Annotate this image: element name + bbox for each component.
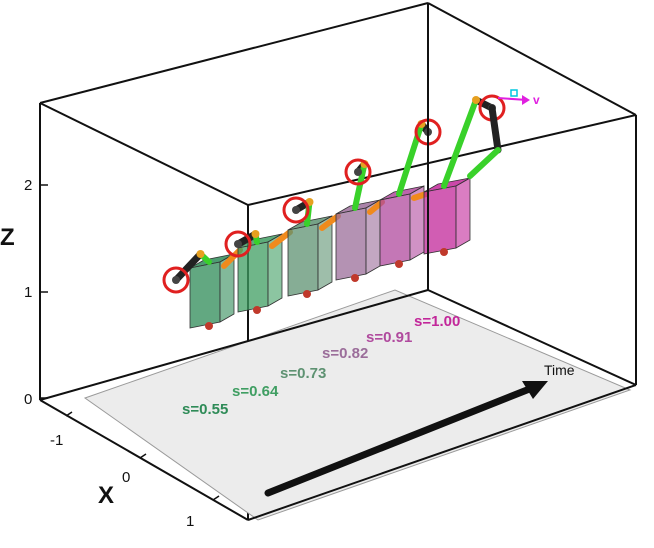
velocity-label: v <box>533 93 540 107</box>
prism-front <box>189 261 221 329</box>
prism-bottom-joint <box>351 274 359 282</box>
s-label: s=0.82 <box>322 345 368 362</box>
floor-plane <box>83 289 632 521</box>
prism-front <box>287 223 319 297</box>
z-axis-label: Z <box>0 224 15 251</box>
prism-side <box>455 177 471 249</box>
pendulum-snapshots <box>162 94 506 330</box>
s-label: s=0.64 <box>232 383 279 400</box>
prism-front <box>335 207 367 281</box>
lower-link <box>441 97 479 189</box>
prism-bottom-joint <box>440 248 448 256</box>
prism-bottom-joint <box>395 260 403 268</box>
connector-link <box>319 213 341 231</box>
prism-bottom-joint <box>303 290 311 298</box>
head-marker <box>282 196 310 224</box>
time-label: Time <box>544 362 575 378</box>
connector-link <box>269 229 293 249</box>
prism-side <box>267 233 283 307</box>
x-axis: -1 0 1 X <box>50 411 220 530</box>
s-label: s=1.00 <box>414 313 460 330</box>
z-axis: 2 1 0 Z <box>0 177 48 408</box>
z-tick-2: 2 <box>24 177 32 194</box>
time-arrow <box>264 381 548 497</box>
z-tick-1: 1 <box>24 284 32 301</box>
z-tick-0: 0 <box>24 391 32 408</box>
s-label: s=0.91 <box>366 329 412 346</box>
lower-link <box>352 161 368 211</box>
s-label: s=0.73 <box>280 365 326 382</box>
velocity-indicator: v <box>497 89 540 107</box>
prism-front <box>237 241 269 313</box>
head-joint <box>354 168 362 176</box>
head-joint <box>292 206 300 214</box>
head-marker <box>162 266 190 294</box>
x-tick-1: 1 <box>186 513 194 530</box>
head-marker <box>344 158 372 186</box>
x-axis-label: X <box>98 482 114 509</box>
snapshot-labels: s=0.55s=0.64s=0.73 s=0.82s=0.91s=1.00 <box>182 313 460 418</box>
lower-link <box>396 121 425 197</box>
prism-side <box>317 215 333 291</box>
lower-link <box>467 147 501 179</box>
x-tick-neg1: -1 <box>50 432 63 449</box>
upper-link <box>172 250 204 284</box>
knee-joint <box>472 96 480 104</box>
x-tick-0: 0 <box>122 469 130 486</box>
prism-bottom-joint <box>253 306 261 314</box>
head-joint <box>234 240 242 248</box>
knee-joint <box>251 230 260 238</box>
upper-link <box>488 104 502 154</box>
head-marker <box>224 230 252 258</box>
prism-front <box>379 193 411 267</box>
head-joint <box>172 276 180 284</box>
knee-joint <box>196 250 205 258</box>
s-label: s=0.55 <box>182 401 228 418</box>
connector-link <box>221 247 243 269</box>
prism-bottom-joint <box>205 322 213 330</box>
